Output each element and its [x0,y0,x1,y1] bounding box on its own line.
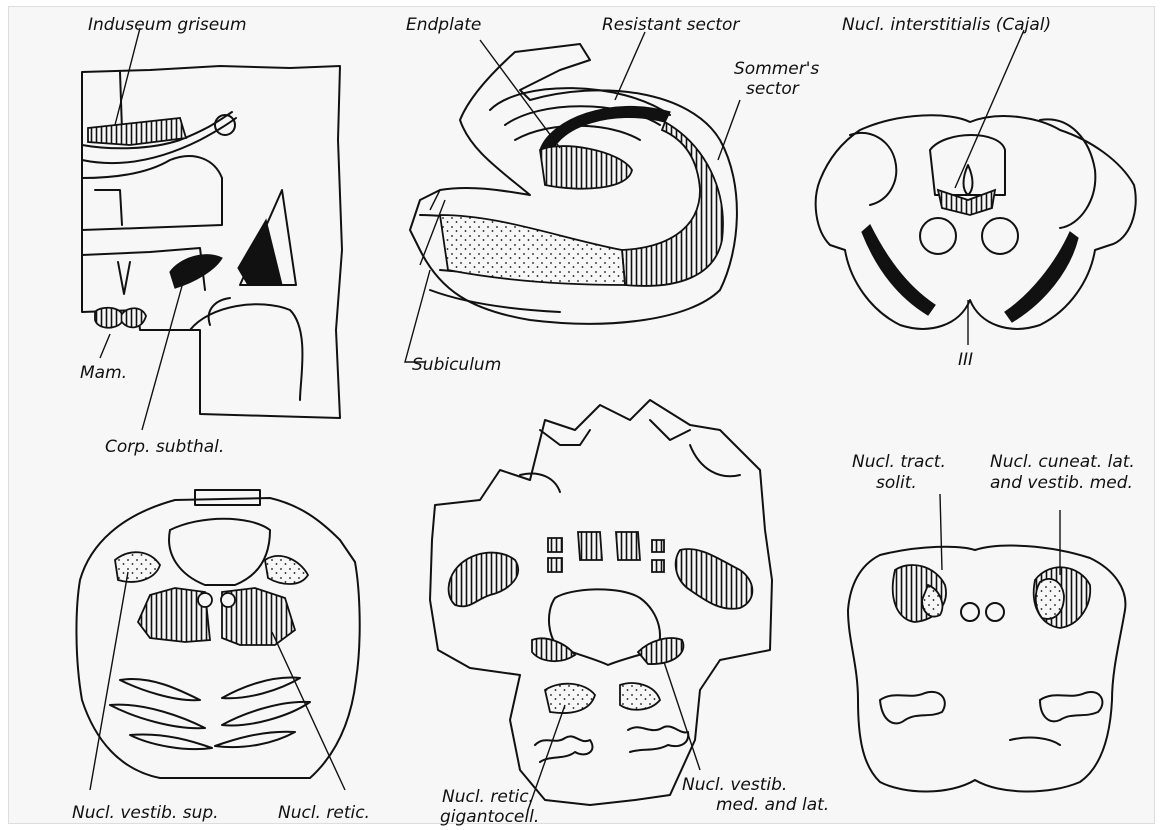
nucleus-left-small-2 [548,558,562,572]
label-vestib-med-lat-1: Nucl. vestib. [682,775,787,795]
label-cuneat-lat-2: and vestib. med. [990,473,1133,493]
label-vestib-med-lat-2: med. and lat. [716,795,829,815]
panel-medulla-lower: Nucl. tract. solit. Nucl. cuneat. lat. a… [848,452,1135,792]
panel-diencephalon: Induseum griseum Mam. Corp. subthal. [80,15,342,457]
label-corp-subthal: Corp. subthal. [105,437,224,457]
panel-medulla-upper: Nucl. retic. gigantocell. Nucl. vestib. … [430,400,829,827]
label-endplate: Endplate [406,15,481,35]
label-sommers-2: sector [746,79,800,99]
label-tract-solit-1: Nucl. tract. [852,452,946,472]
label-induseum-griseum: Induseum griseum [88,15,247,35]
olive-left [449,553,519,607]
nucleus-right-small-2 [652,560,664,572]
black-nucleus-small [170,255,222,288]
label-mam: Mam. [80,363,127,383]
mamillary-body [95,308,146,328]
endplate-region [540,146,632,189]
vestib-med-left [532,638,575,661]
label-nucl-retic: Nucl. retic. [278,803,370,823]
label-nucl-vestib-sup: Nucl. vestib. sup. [72,803,219,823]
label-retic-gigantocell-2: gigantocell. [440,807,539,827]
panel-hippocampus: Endplate Resistant sector Sommer's secto… [405,15,819,375]
gigantocell-right [620,683,660,710]
label-sommers-1: Sommer's [734,59,819,79]
panel-midbrain: Nucl. interstitialis (Cajal) III [816,15,1136,370]
label-tract-solit-2: solit. [876,473,917,493]
black-nucleus-large [238,220,282,285]
label-subiculum: Subiculum [412,355,501,375]
label-third-nerve: III [958,350,973,370]
resistant-sector-band [540,106,670,152]
olive-right [676,549,753,609]
label-nucl-interstitialis: Nucl. interstitialis (Cajal) [842,15,1051,35]
substantia-nigra-left [862,225,935,315]
vestib-sup-right [265,556,308,584]
induseum-griseum-nucleus [88,118,186,145]
subiculum-region [440,215,625,285]
sommers-sector [622,122,723,286]
nucleus-mid-left [578,532,602,560]
nucleus-left-small [548,538,562,552]
gigantocell-left [545,684,595,713]
label-cuneat-lat-1: Nucl. cuneat. lat. [990,452,1135,472]
pons-outline [76,498,359,778]
label-retic-gigantocell-1: Nucl. retic. [442,787,534,807]
nucleus-right-small [652,540,664,552]
vestib-med-right [638,638,683,664]
vestib-sup-left [115,552,160,582]
panel-pons: Nucl. vestib. sup. Nucl. retic. [72,490,370,823]
nucleus-mid-right [616,532,640,560]
label-resistant-sector: Resistant sector [602,15,740,35]
